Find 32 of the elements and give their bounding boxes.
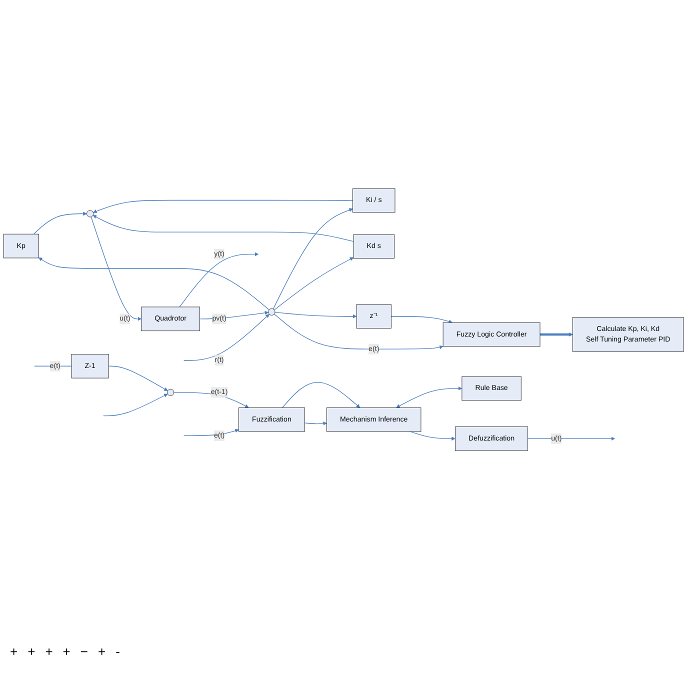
- node-circle: [86, 210, 94, 218]
- arrow: [528, 437, 615, 442]
- node-circle: [167, 389, 174, 396]
- arrow: [183, 314, 270, 362]
- arrow: [199, 311, 269, 320]
- arrow: [274, 314, 444, 350]
- node-circle: [268, 308, 276, 316]
- sign-label: +: [98, 644, 106, 659]
- arrow: [108, 366, 168, 392]
- arrow: [33, 212, 87, 235]
- arrow: [102, 394, 168, 417]
- sign-label: −: [80, 644, 88, 659]
- arrow: [304, 422, 327, 426]
- arrow: [274, 258, 354, 311]
- sign-label: +: [10, 644, 18, 659]
- arrow: [92, 200, 354, 214]
- sign-label: +: [62, 644, 70, 659]
- arrow: [282, 382, 360, 408]
- arrow: [90, 216, 142, 322]
- arrow: [540, 332, 573, 337]
- arrow: [274, 312, 357, 319]
- arrow: [174, 392, 249, 408]
- arrow: [92, 216, 354, 242]
- sign-label: -: [116, 644, 120, 659]
- arrow: [396, 386, 462, 408]
- arrow: [272, 208, 353, 310]
- sign-label: +: [45, 644, 53, 659]
- sign-label: +: [28, 644, 36, 659]
- arrow: [179, 252, 259, 308]
- arrow: [38, 258, 270, 311]
- connector: [34, 366, 72, 367]
- arrow: [390, 316, 453, 324]
